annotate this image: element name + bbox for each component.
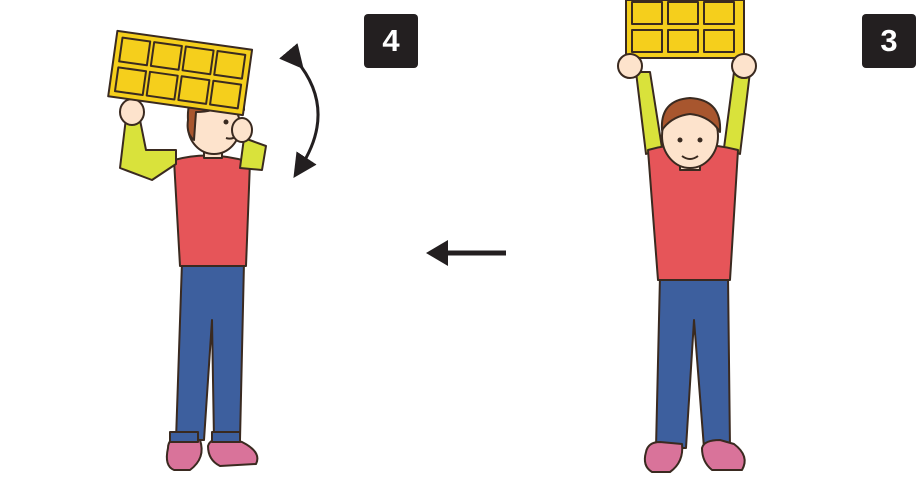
jeans	[656, 276, 730, 448]
left-arrow-icon	[426, 240, 506, 266]
figure-step-3	[618, 0, 756, 472]
shoe-right	[702, 440, 745, 470]
shoe-left	[645, 442, 682, 472]
figure-step-4	[108, 31, 266, 470]
yellow-tray	[626, 0, 744, 58]
step-badge: 4	[364, 14, 418, 68]
jeans	[176, 262, 244, 440]
sleeve-left	[636, 72, 662, 154]
step-badge: 3	[862, 14, 916, 68]
sleeve-right	[724, 72, 750, 154]
curved-double-arrow-icon	[296, 60, 318, 168]
shirt	[174, 155, 250, 266]
sleeve-left	[120, 118, 176, 180]
